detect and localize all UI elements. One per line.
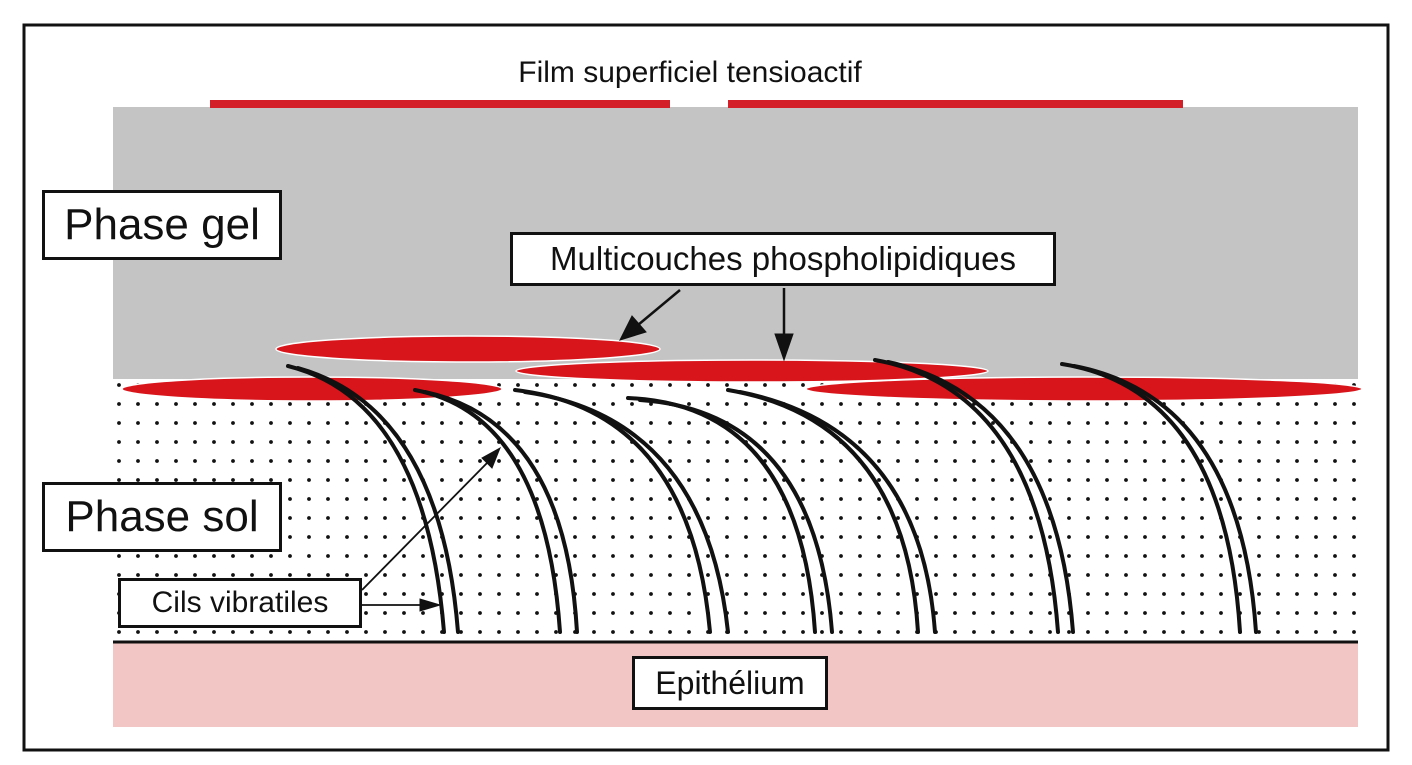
cilium bbox=[296, 366, 460, 634]
arrow-multicouches-left bbox=[637, 289, 681, 326]
arrowhead bbox=[619, 315, 647, 341]
phospholipid-ellipse bbox=[805, 376, 1363, 402]
cils-vibratiles-label: Cils vibratiles bbox=[118, 578, 362, 628]
epithelium-label: Epithélium bbox=[632, 656, 828, 710]
cilium bbox=[1072, 364, 1258, 634]
film-title-label: Film superficiel tensioactif bbox=[518, 56, 862, 89]
multicouches-label: Multicouches phospholipidiques bbox=[510, 232, 1056, 286]
cilium bbox=[886, 360, 1075, 634]
phase-sol-label: Phase sol bbox=[42, 482, 282, 552]
cilium bbox=[638, 398, 834, 634]
phospholipid-ellipse bbox=[515, 359, 989, 383]
arrow-cils-diagonal bbox=[361, 461, 489, 591]
cilium bbox=[738, 390, 937, 634]
phase-gel-label: Phase gel bbox=[42, 190, 282, 260]
phospholipid-ellipse bbox=[275, 335, 661, 363]
arrowhead bbox=[419, 598, 442, 612]
arrowhead bbox=[481, 446, 501, 469]
cilium bbox=[523, 390, 730, 634]
arrows bbox=[361, 288, 794, 612]
arrowhead bbox=[774, 333, 794, 362]
phospholipid-ellipse bbox=[121, 376, 503, 402]
cilium bbox=[423, 390, 579, 634]
cilia-group bbox=[286, 358, 1258, 634]
